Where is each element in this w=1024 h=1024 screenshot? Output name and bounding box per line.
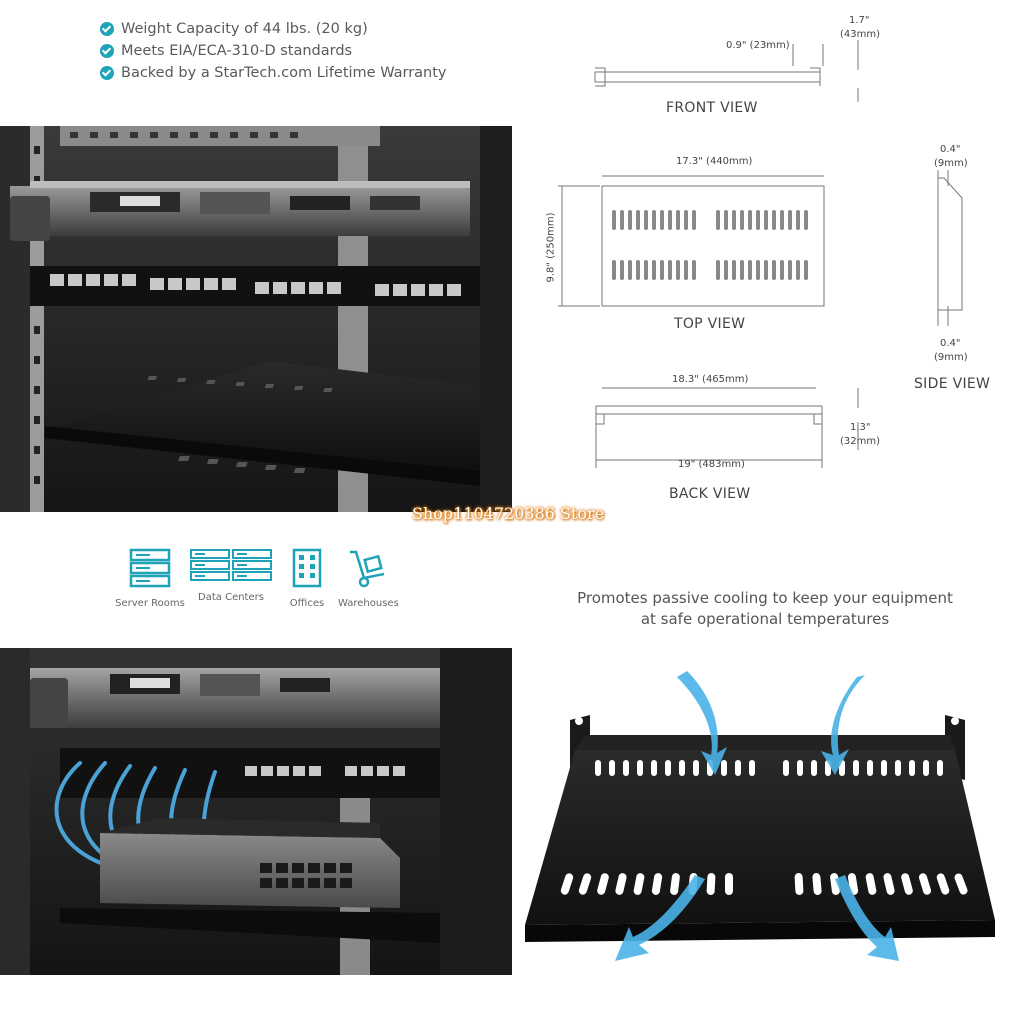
feature-text: Meets EIA/ECA-310-D standards [121, 43, 353, 59]
shelf-airflow-diagram [525, 671, 995, 961]
back-inner-width-label: 18.3" (465mm) [672, 374, 749, 385]
side-top-mm-label: (9mm) [934, 158, 968, 169]
front-depth-label: 0.9" (23mm) [726, 40, 790, 51]
front-view-label: FRONT VIEW [666, 100, 758, 116]
side-view-label: SIDE VIEW [914, 376, 991, 392]
use-case-offices: Offices [282, 548, 332, 609]
top-view-label: TOP VIEW [674, 316, 746, 332]
side-bottom-mm-label: (9mm) [934, 352, 968, 363]
top-depth-label: 9.8" (250mm) [545, 212, 557, 283]
feature-text: Weight Capacity of 44 lbs. (20 kg) [121, 21, 368, 37]
feature-item: Meets EIA/ECA-310-D standards [100, 40, 480, 62]
office-building-icon [292, 548, 322, 588]
cooling-line-1: Promotes passive cooling to keep your eq… [577, 589, 953, 607]
store-watermark: Shop1104720386 Store [412, 504, 605, 523]
check-circle-icon [100, 66, 114, 80]
data-center-icon [190, 549, 272, 581]
use-case-label: Offices [289, 598, 325, 609]
use-case-label: Data Centers [198, 592, 264, 603]
rack-shelf-illustration [0, 126, 512, 512]
feature-item: Backed by a StarTech.com Lifetime Warran… [100, 62, 480, 84]
use-case-warehouses: Warehouses [338, 548, 399, 609]
cooling-shelf-illustration [515, 665, 1015, 975]
feature-list: Weight Capacity of 44 lbs. (20 kg) Meets… [100, 18, 480, 84]
back-outer-width-label: 19" (483mm) [678, 459, 745, 470]
feature-item: Weight Capacity of 44 lbs. (20 kg) [100, 18, 480, 40]
rack-switch-photo [0, 648, 512, 975]
use-case-server-rooms: Server Rooms [110, 548, 190, 609]
side-top-in-label: 0.4" [940, 144, 961, 155]
use-case-row: Server Rooms Data Centers Offices [110, 548, 410, 618]
check-circle-icon [100, 22, 114, 36]
top-width-label: 17.3" (440mm) [676, 156, 753, 167]
feature-text: Backed by a StarTech.com Lifetime Warran… [121, 65, 447, 81]
check-circle-icon [100, 44, 114, 58]
server-stack-icon [129, 548, 171, 588]
rack-switch-illustration [0, 648, 512, 975]
front-height-mm-label: (43mm) [840, 29, 881, 40]
dimension-lines [558, 40, 963, 468]
front-height-in-label: 1.7" [849, 15, 870, 26]
use-case-label: Server Rooms [115, 598, 185, 609]
cooling-line-2: at safe operational temperatures [640, 610, 890, 628]
back-view-label: BACK VIEW [669, 486, 751, 502]
cooling-caption: Promotes passive cooling to keep your eq… [560, 588, 970, 630]
dimension-diagram: 0.9" (23mm) 1.7" (43mm) FRONT VIEW 17.3"… [540, 10, 1024, 510]
back-height-mm-label: (32mm) [840, 436, 881, 447]
side-bottom-in-label: 0.4" [940, 338, 961, 349]
use-case-data-centers: Data Centers [186, 548, 276, 603]
airflow-arrow-icon [615, 671, 899, 961]
use-case-label: Warehouses [338, 598, 399, 609]
hand-truck-icon [350, 550, 385, 588]
rack-shelf-photo [0, 126, 512, 512]
back-height-in-label: 1.3" [850, 422, 871, 433]
